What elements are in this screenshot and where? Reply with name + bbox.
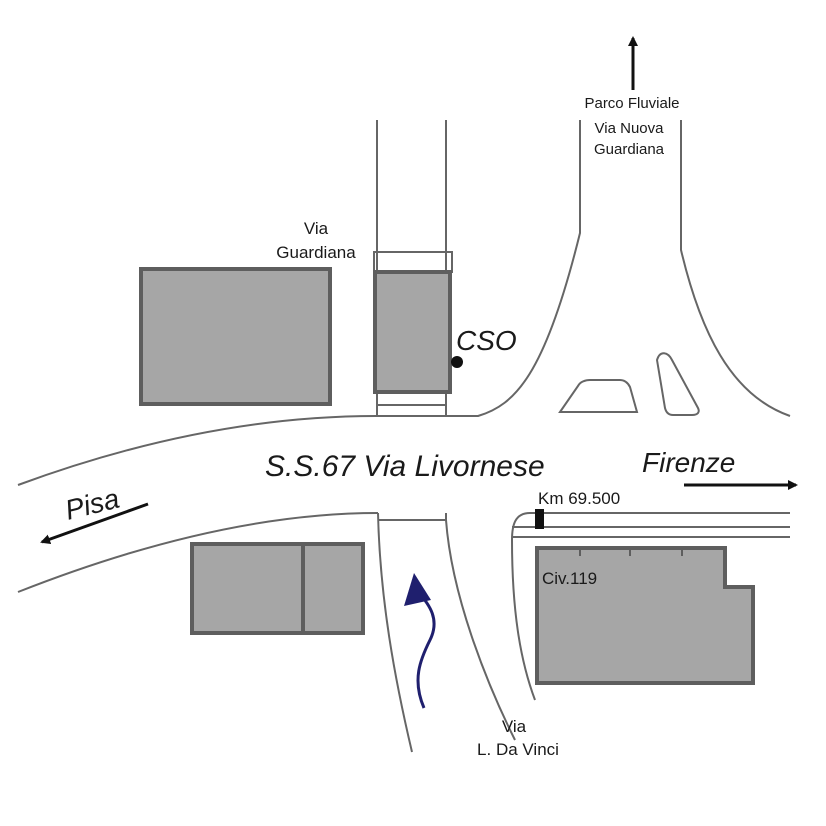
pisa-arrow-icon [40,502,149,545]
label-via-nuova-line2: Guardiana [594,141,665,158]
main-road-north-edge-east [680,120,791,417]
route-arrow-shaft [416,590,436,709]
traffic-island-east [655,352,700,416]
building-civ-119 [535,546,755,685]
cso-location-dot [451,356,463,368]
label-via-nuova-line1: Via Nuova [595,120,665,137]
traffic-island-west [558,379,639,413]
label-civ-119: Civ.119 [542,569,597,588]
main-road-north-edge [17,120,581,486]
label-cso: CSO [456,325,517,356]
label-via-guardiana-line1: Via [304,219,329,238]
label-parco-fluviale: Parco Fluviale [584,95,679,112]
building-northwest [139,267,332,406]
label-pisa: Pisa [62,483,122,526]
route-arrow-icon [404,573,431,606]
label-via-davinci-line2: L. Da Vinci [477,740,559,759]
label-via-davinci-line1: Via [502,717,527,736]
label-firenze: Firenze [642,447,735,478]
building-southwest-a [190,542,305,635]
building-southwest-b [301,542,365,635]
main-road-south-edge [17,512,379,593]
building-cso [373,270,452,394]
label-km: Km 69.500 [538,489,620,508]
main-road-south-edge-mid [445,512,516,741]
via-davinci-west-edge [377,512,413,753]
km-marker [535,509,544,529]
label-main-road: S.S.67 Via Livornese [265,450,545,483]
label-via-guardiana-line2: Guardiana [276,243,356,262]
main-road-south-edge-east [510,512,790,701]
via-guardiana-crossing [373,251,453,273]
